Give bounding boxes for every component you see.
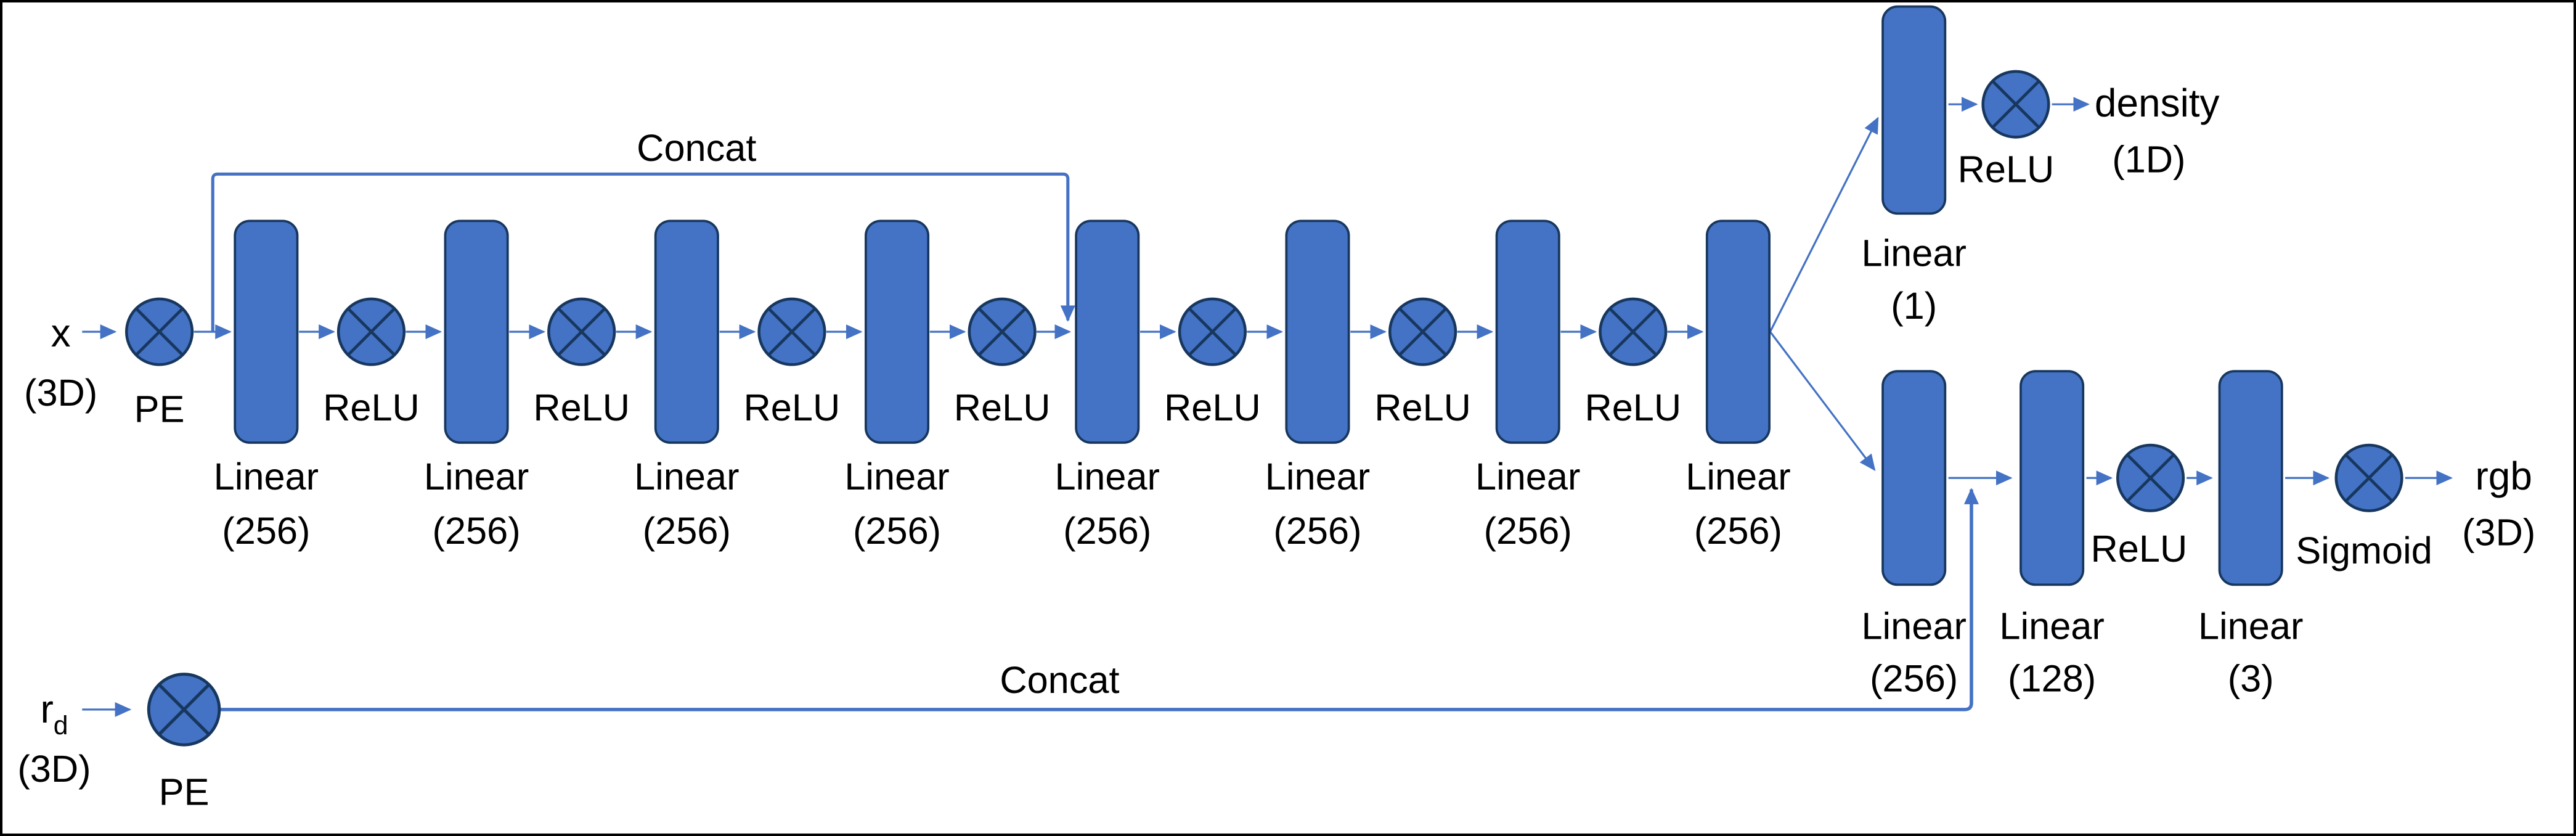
rgb-linear-block-3: [2218, 370, 2283, 586]
concat-bottom-label: Concat: [1000, 659, 1119, 701]
relu-label: ReLU: [1164, 387, 1261, 428]
branch-arrow-to-density-head: [1769, 117, 1879, 332]
branch-arrow-to-rgb-head: [1769, 331, 1876, 472]
diagram-labels: x (3D) PE Concat Linear (256) Linear (25…: [17, 81, 2535, 813]
layer-name-label: Linear: [214, 456, 319, 498]
sigmoid-label: Sigmoid: [2296, 530, 2432, 572]
layer-size-label: (256): [643, 510, 731, 552]
input-x-dim-label: (3D): [24, 372, 97, 414]
input-x-label: x: [51, 311, 71, 355]
rgb-linear-block-2: [2020, 370, 2085, 586]
rgb-layer1-name-label: Linear: [1861, 605, 1966, 647]
pe-multiply-icon: [126, 299, 192, 365]
relu-label: ReLU: [1584, 387, 1681, 428]
relu-multiply-icon: [548, 299, 614, 365]
rgb-output-dim-label: (3D): [2462, 511, 2535, 553]
density-output-label: density: [2095, 81, 2220, 125]
relu-label: ReLU: [1374, 387, 1471, 428]
relu-label: ReLU: [954, 387, 1051, 428]
relu-multiply-icon: [969, 299, 1035, 365]
rgb-layer1-size-label: (256): [1870, 658, 1958, 700]
linear-block-3: [654, 219, 719, 444]
input-rd-label: rd: [40, 687, 68, 740]
relu-multiply-icon: [1180, 299, 1245, 365]
rgb-relu-label: ReLU: [2091, 528, 2188, 570]
layer-name-label: Linear: [1475, 456, 1580, 498]
relu-multiply-icon: [1390, 299, 1456, 365]
layer-name-label: Linear: [1055, 456, 1160, 498]
relu-label: ReLU: [744, 387, 841, 428]
layer-size-label: (256): [222, 510, 310, 552]
rgb-layer3-size-label: (3): [2228, 658, 2274, 700]
density-layer-size-label: (1): [1891, 285, 1937, 327]
density-output-dim-label: (1D): [2112, 139, 2185, 181]
relu-label: ReLU: [323, 387, 420, 428]
pe-label: PE: [159, 771, 210, 813]
layer-name-label: Linear: [1265, 456, 1370, 498]
skip-connection-top-line: [211, 172, 1075, 332]
density-linear-block: [1881, 5, 1947, 215]
pe-label: PE: [134, 388, 185, 430]
main-linear-blocks: [234, 219, 1771, 444]
linear-block-1: [234, 219, 299, 444]
rgb-relu-multiply-icon: [2117, 445, 2183, 511]
relu-multiply-icon: [338, 299, 404, 365]
rgb-layer2-size-label: (128): [2008, 658, 2096, 700]
layer-size-label: (256): [853, 510, 941, 552]
relu-label: ReLU: [533, 387, 630, 428]
skip-connection-bottom-line: [218, 488, 1979, 711]
layer-name-label: Linear: [844, 456, 949, 498]
concat-top-label: Concat: [637, 127, 756, 169]
linear-block-2: [444, 219, 509, 444]
density-layer-name-label: Linear: [1861, 232, 1966, 274]
linear-block-5: [1075, 219, 1140, 444]
layer-size-label: (256): [1273, 510, 1361, 552]
relu-multiply-icon: [1600, 299, 1666, 365]
layer-size-label: (256): [1063, 510, 1151, 552]
layer-name-label: Linear: [634, 456, 739, 498]
layer-size-label: (256): [1694, 510, 1782, 552]
layer-name-label: Linear: [1685, 456, 1790, 498]
density-relu-label: ReLU: [1958, 149, 2055, 191]
relu-multiply-icon: [759, 299, 825, 365]
input-rd-dim-label: (3D): [17, 748, 91, 790]
linear-block-7: [1495, 219, 1560, 444]
sigmoid-multiply-icon: [2336, 445, 2402, 511]
rgb-layer3-name-label: Linear: [2198, 605, 2303, 647]
linear-block-6: [1285, 219, 1350, 444]
rgb-output-label: rgb: [2475, 454, 2532, 498]
layer-size-label: (256): [1484, 510, 1572, 552]
rgb-layer2-name-label: Linear: [1999, 605, 2104, 647]
layer-name-label: Linear: [424, 456, 529, 498]
linear-block-8: [1705, 219, 1771, 444]
linear-block-4: [865, 219, 930, 444]
pe-multiply-icon: [149, 674, 219, 745]
layer-size-label: (256): [433, 510, 521, 552]
rgb-linear-block-1: [1881, 370, 1947, 586]
density-relu-multiply-icon: [1983, 72, 2049, 137]
